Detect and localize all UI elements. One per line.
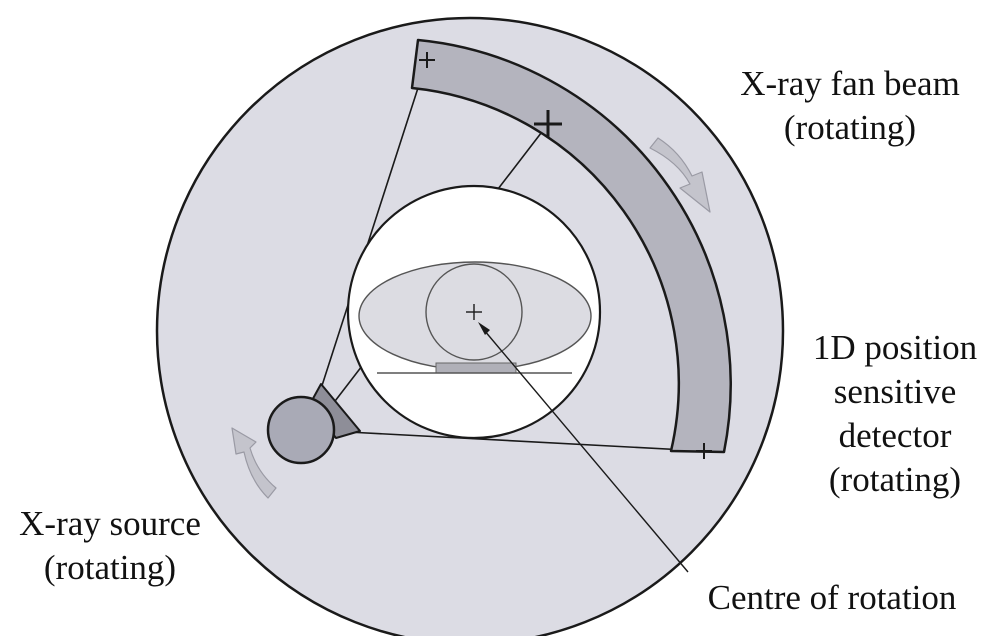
fan-ray-upper: [317, 59, 428, 399]
patient-table: [435, 362, 517, 374]
fan-ray-lower: [347, 431, 705, 452]
detector-label-line4: (rotating): [828, 460, 962, 499]
xray-source-label-line2: (rotating): [43, 548, 177, 587]
detector-label-line2: sensitive: [833, 372, 957, 411]
xray-source-label-line1: X-ray source: [19, 504, 201, 543]
centre-leader: [478, 322, 689, 573]
centre-leader-arrowhead: [478, 322, 490, 335]
fan-beam-label-line2: (rotating): [783, 108, 917, 147]
detector-marker-centre: [534, 110, 562, 138]
detector-marker-bottom: [696, 443, 712, 459]
centre-of-rotation-label-line1: Centre of rotation: [707, 578, 957, 617]
source-collimator: [309, 383, 361, 439]
detector-arc: [410, 38, 732, 454]
centre-of-rotation-marker: [466, 304, 482, 320]
curved-arrow-clockwise-icon: [649, 137, 711, 213]
fan-beam-label: X-ray fan beam (rotating): [700, 62, 1000, 150]
curved-arrow-clockwise-icon: [231, 427, 277, 499]
detector-markers: [419, 52, 712, 459]
detector-marker-top: [419, 52, 435, 68]
detector-label-line3: detector: [838, 416, 952, 455]
fan-beam-label-line1: X-ray fan beam: [740, 64, 960, 103]
xray-source-label: X-ray source (rotating): [0, 502, 220, 590]
centre-leader-line: [483, 329, 689, 573]
phantom-object: [358, 261, 592, 374]
detector-label: 1D position sensitive detector (rotating…: [790, 326, 1000, 502]
centre-of-rotation-label: Centre of rotation: [672, 576, 992, 620]
detector-label-line1: 1D position: [812, 328, 978, 367]
xray-source: [266, 395, 336, 465]
